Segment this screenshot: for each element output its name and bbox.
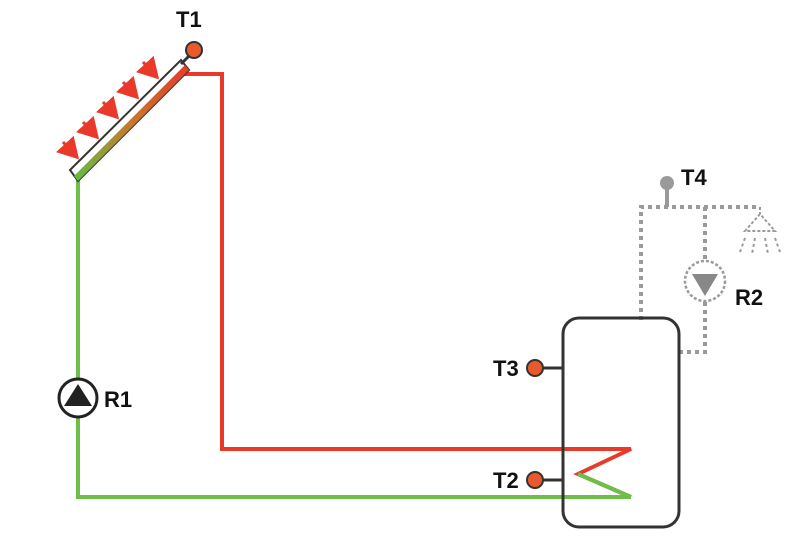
cold-return-pipe [76, 170, 631, 499]
label-r1: R1 [104, 387, 132, 412]
temperature-sensor-icon [526, 359, 544, 377]
sensor-t2 [526, 471, 563, 489]
shower-icon [739, 207, 781, 255]
arrow-icon [56, 135, 80, 160]
arrow-icon [96, 95, 120, 120]
heat-exchanger-coil [577, 472, 632, 499]
arrow-icon [76, 115, 100, 140]
secondary-pipe-return [680, 302, 707, 354]
storage-tank-icon [561, 316, 681, 529]
label-r2: R2 [735, 285, 763, 310]
temperature-sensor-icon [660, 176, 674, 190]
secondary-pipe-left [639, 205, 760, 320]
pump-r2 [683, 259, 727, 303]
sensor-t4 [660, 176, 674, 207]
label-t4: T4 [681, 165, 707, 190]
sensor-t3 [526, 359, 563, 377]
secondary-circuit [639, 205, 760, 354]
arrow-icon [136, 55, 160, 80]
arrow-icon [116, 75, 140, 100]
label-t2: T2 [493, 468, 519, 493]
sensor-t1 [185, 41, 203, 59]
pump-r1 [57, 377, 99, 419]
label-t1: T1 [176, 7, 202, 32]
temperature-sensor-icon [185, 41, 203, 59]
sun-rays [56, 55, 160, 160]
pump-icon [692, 274, 718, 296]
temperature-sensor-icon [526, 471, 544, 489]
label-t3: T3 [493, 356, 519, 381]
solar-collector-icon [68, 50, 195, 183]
pump-icon [64, 384, 92, 406]
